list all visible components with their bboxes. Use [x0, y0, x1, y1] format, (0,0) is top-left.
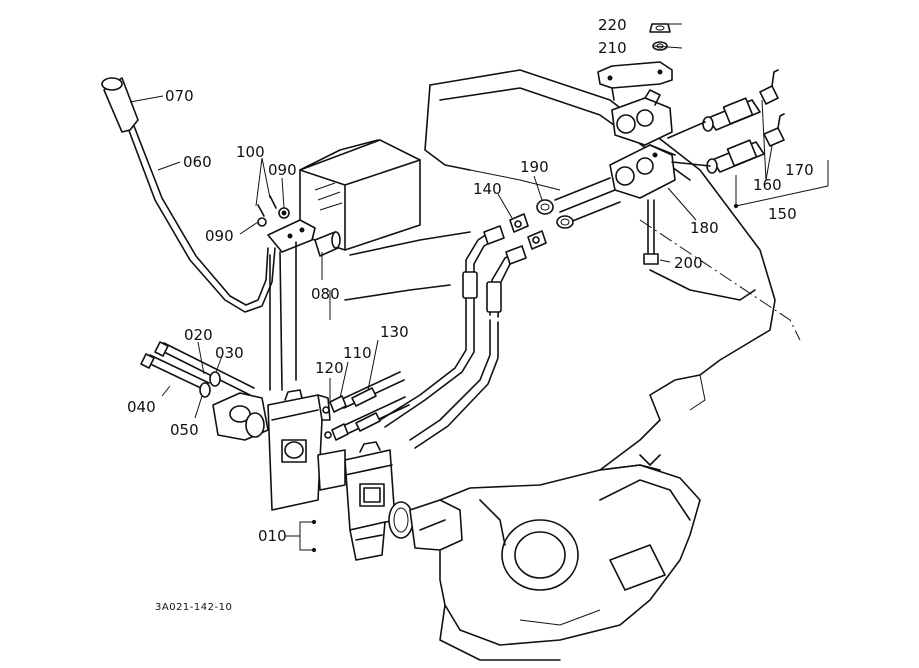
label-170: 170 [785, 161, 814, 179]
bolt-200 [643, 199, 659, 265]
label-220: 220 [598, 16, 627, 34]
label-020: 020 [184, 326, 213, 344]
washer-030 [209, 371, 221, 387]
control-valve-front [267, 389, 331, 511]
nut-220 [649, 23, 671, 33]
control-valve-rear [317, 441, 396, 561]
coupler-top-half [611, 89, 673, 146]
cover-plate [212, 392, 269, 441]
label-050: 050 [170, 421, 199, 439]
hydraulic-hose-lower [344, 396, 410, 434]
label-100: 100 [236, 143, 265, 161]
label-150: 150 [768, 205, 797, 223]
hydraulic-pipe-left [379, 231, 495, 428]
tractor-body-outline [329, 69, 801, 471]
coupler-block-180 [609, 144, 676, 199]
label-090-left: 090 [205, 227, 234, 245]
mounting-bracket [597, 61, 673, 101]
label-160: 160 [753, 176, 782, 194]
valve-o-ring [388, 501, 414, 539]
dust-caps-160 [759, 69, 785, 147]
hydraulic-pipe-right [409, 225, 527, 449]
nut-050 [199, 382, 211, 398]
label-030: 030 [215, 344, 244, 362]
label-040: 040 [127, 398, 156, 416]
o-rings-190 [536, 199, 574, 229]
label-080: 080 [311, 285, 340, 303]
part-number-labels: 070 060 100 090 090 080 020 030 040 050 … [127, 16, 814, 613]
label-180: 180 [690, 219, 719, 237]
label-070: 070 [165, 87, 194, 105]
label-200: 200 [674, 254, 703, 272]
coupler-pipes-to-block [667, 121, 711, 167]
quick-coupler-upper [702, 97, 761, 132]
label-120: 120 [315, 359, 344, 377]
quick-coupler-lower [706, 139, 765, 174]
lever-knob [101, 77, 139, 133]
lever-pin [314, 231, 341, 257]
long-bolt-040 [140, 353, 210, 391]
label-190: 190 [520, 158, 549, 176]
long-bolt-020 [154, 341, 255, 396]
label-140: 140 [473, 180, 502, 198]
label-210: 210 [598, 39, 627, 57]
label-130: 130 [380, 323, 409, 341]
coupler-pipes [554, 177, 621, 223]
transmission-housing [439, 454, 701, 661]
leader-lines [129, 23, 829, 553]
valve-flange [409, 499, 463, 551]
label-110: 110 [343, 344, 372, 362]
label-010: 010 [258, 527, 287, 545]
cotter-pins-and-washers [257, 195, 290, 227]
hydraulic-hose-upper [339, 371, 405, 409]
label-090-top: 090 [268, 161, 297, 179]
lever-guide-bracket [267, 219, 316, 391]
label-060: 060 [183, 153, 212, 171]
diagram-reference-code: 3A021-142-10 [155, 602, 232, 613]
hose-fittings-110-120 [322, 395, 349, 441]
pipe-fittings-140 [509, 213, 547, 250]
fender-box [299, 139, 421, 251]
